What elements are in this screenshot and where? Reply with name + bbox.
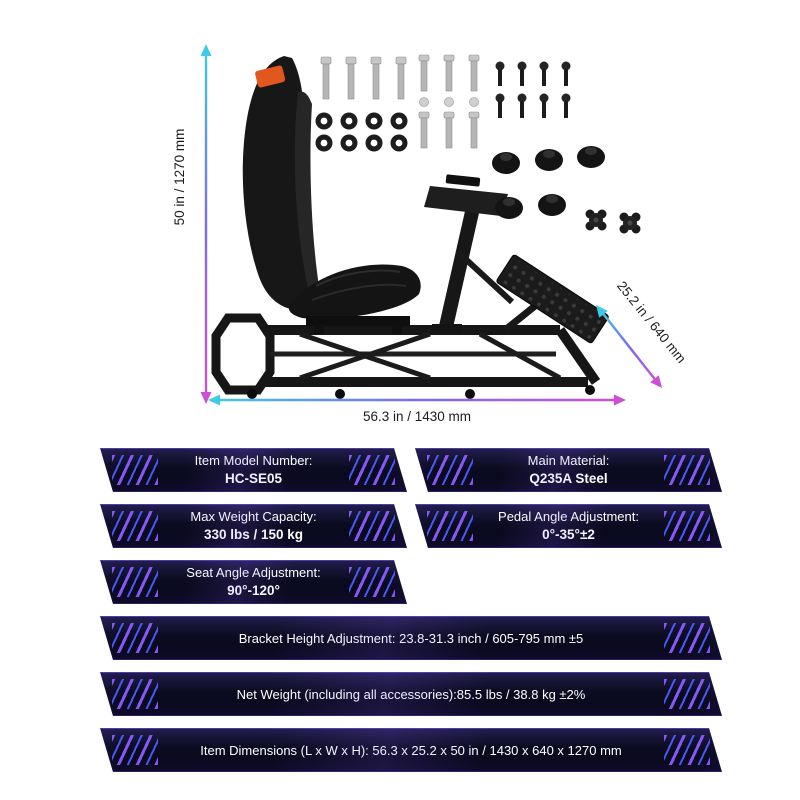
spec-row-6: Item Dimensions (L x W x H): 56.3 x 25.2… bbox=[100, 728, 722, 772]
stripe-decoration bbox=[427, 511, 473, 541]
stripe-decoration bbox=[664, 623, 710, 653]
stripe-decoration bbox=[664, 511, 710, 541]
depth-dimension-arrow: 25.2 in / 640 mm bbox=[596, 278, 689, 388]
spec-row-5: Net Weight (including all accessories):8… bbox=[100, 672, 722, 716]
racing-seat bbox=[242, 56, 421, 334]
stripe-decoration bbox=[427, 455, 473, 485]
stripe-decoration bbox=[112, 455, 158, 485]
stripe-decoration bbox=[112, 567, 158, 597]
spec-label: Max Weight Capacity: bbox=[190, 509, 317, 525]
pedal-plate bbox=[496, 254, 609, 344]
row-spacer bbox=[415, 560, 722, 604]
stripe-decoration bbox=[664, 679, 710, 709]
seat-logo-patch bbox=[255, 65, 286, 88]
spec-value: 0°-35°±2 bbox=[542, 526, 595, 542]
height-label: 50 in / 1270 mm bbox=[172, 129, 187, 226]
depth-label: 25.2 in / 640 mm bbox=[614, 278, 689, 366]
spec-banners: Item Model Number: HC-SE05 Main Material… bbox=[100, 448, 722, 772]
spec-banner-seat-angle: Seat Angle Adjustment: 90°-120° bbox=[100, 560, 407, 604]
stripe-decoration bbox=[349, 511, 395, 541]
spec-banner-bracket-height: Bracket Height Adjustment: 23.8-31.3 inc… bbox=[100, 616, 722, 660]
spec-banner-main-material: Main Material: Q235A Steel bbox=[415, 448, 722, 492]
frame-feet bbox=[247, 385, 595, 399]
stripe-decoration bbox=[664, 735, 710, 765]
length-label: 56.3 in / 1430 mm bbox=[363, 409, 471, 424]
stripe-decoration bbox=[112, 511, 158, 541]
height-dimension-arrow: 50 in / 1270 mm bbox=[172, 44, 212, 404]
stripe-decoration bbox=[112, 735, 158, 765]
stripe-decoration bbox=[349, 567, 395, 597]
cockpit-frame bbox=[211, 313, 601, 395]
product-illustration: 50 in / 1270 mm 56.3 in / 1430 mm 25.2 i… bbox=[172, 44, 689, 424]
spec-row-1: Item Model Number: HC-SE05 Main Material… bbox=[100, 448, 722, 492]
spec-banner-net-weight: Net Weight (including all accessories):8… bbox=[100, 672, 722, 716]
star-knobs bbox=[585, 209, 641, 234]
spec-banner-max-weight: Max Weight Capacity: 330 lbs / 150 kg bbox=[100, 504, 407, 548]
spec-row-2: Max Weight Capacity: 330 lbs / 150 kg Pe… bbox=[100, 504, 722, 548]
spec-text: Item Dimensions (L x W x H): 56.3 x 25.2… bbox=[200, 742, 622, 758]
stripe-decoration bbox=[112, 679, 158, 709]
hardware-kit bbox=[315, 54, 641, 234]
rubber-feet bbox=[492, 146, 605, 219]
spec-row-3: Seat Angle Adjustment: 90°-120° bbox=[100, 560, 722, 604]
spec-label: Item Model Number: bbox=[194, 453, 313, 469]
bolts-long bbox=[320, 56, 407, 100]
stripe-decoration bbox=[112, 623, 158, 653]
spec-value: HC-SE05 bbox=[224, 470, 283, 486]
spec-banner-model-number: Item Model Number: HC-SE05 bbox=[100, 448, 407, 492]
bolts-medium bbox=[418, 54, 480, 149]
spec-banner-item-dimensions: Item Dimensions (L x W x H): 56.3 x 25.2… bbox=[100, 728, 722, 772]
spec-label: Pedal Angle Adjustment: bbox=[498, 509, 639, 525]
spec-label: Main Material: bbox=[527, 453, 610, 469]
stripe-decoration bbox=[349, 455, 395, 485]
spec-label: Seat Angle Adjustment: bbox=[186, 565, 321, 581]
spec-row-4: Bracket Height Adjustment: 23.8-31.3 inc… bbox=[100, 616, 722, 660]
stripe-decoration bbox=[664, 455, 710, 485]
screws-black bbox=[495, 61, 571, 118]
wheel-mount-stand bbox=[424, 174, 515, 333]
spec-value: 330 lbs / 150 kg bbox=[203, 526, 304, 542]
spec-text: Net Weight (including all accessories):8… bbox=[236, 686, 586, 702]
spec-value: 90°-120° bbox=[227, 582, 280, 598]
length-dimension-arrow: 56.3 in / 1430 mm bbox=[208, 394, 626, 424]
spec-banner-pedal-angle: Pedal Angle Adjustment: 0°-35°±2 bbox=[415, 504, 722, 548]
spec-text: Bracket Height Adjustment: 23.8-31.3 inc… bbox=[238, 630, 584, 646]
spec-value: Q235A Steel bbox=[529, 470, 608, 486]
washers bbox=[315, 112, 408, 152]
